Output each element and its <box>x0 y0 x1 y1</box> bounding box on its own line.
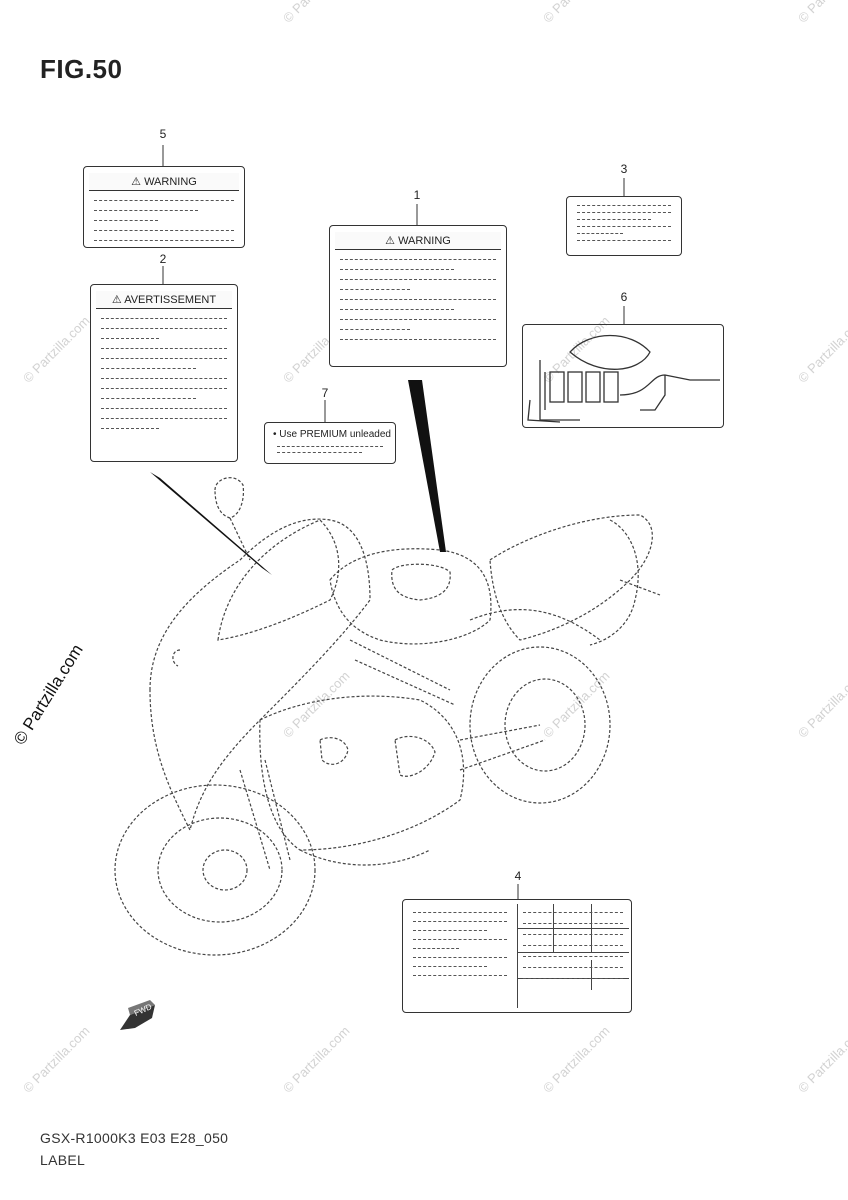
windscreen <box>217 519 340 641</box>
dash-gauge <box>391 563 451 601</box>
callout-6: 6 <box>620 290 628 304</box>
avertissement-heading: ⚠ AVERTISSEMENT <box>96 291 232 309</box>
fuel-tank <box>329 548 492 645</box>
pointer-avertissement <box>150 472 272 575</box>
callout-5: 5 <box>159 127 167 141</box>
headlight-duct <box>319 737 349 765</box>
premium-fuel-text: • Use PREMIUM unleaded <box>273 429 391 440</box>
handlebar <box>349 639 451 691</box>
side-panel <box>259 695 465 851</box>
callout-7: 7 <box>321 386 329 400</box>
exhaust <box>469 609 601 641</box>
label-vacuum-diagram <box>522 324 724 428</box>
label-warning-main: ⚠ WARNING <box>329 225 507 367</box>
figure-title: FIG.50 <box>40 54 123 84</box>
label-info-plate <box>566 196 682 256</box>
label-avertissement: ⚠ AVERTISSEMENT <box>90 284 238 462</box>
swingarm <box>459 724 541 741</box>
callout-3: 3 <box>620 162 628 176</box>
front-fairing <box>149 518 371 832</box>
warning-main-heading: ⚠ WARNING <box>335 232 501 250</box>
seat <box>489 514 653 641</box>
label-spec-table <box>402 899 632 1013</box>
warning-heading: ⚠ WARNING <box>89 173 239 191</box>
front-wheel-rim <box>157 817 283 923</box>
callout-4: 4 <box>514 869 522 883</box>
tail <box>589 519 639 646</box>
pointer-warning-main <box>408 380 446 552</box>
callout-2: 2 <box>159 252 167 266</box>
lower-cowl <box>299 849 431 866</box>
label-warning-small: ⚠ WARNING <box>83 166 245 248</box>
mirror <box>214 477 245 519</box>
section-name: LABEL <box>40 1152 86 1168</box>
rear-wheel <box>469 646 611 804</box>
callout-1: 1 <box>413 188 421 202</box>
fwd-arrow-icon <box>120 1000 155 1030</box>
front-fork <box>239 769 271 871</box>
label-premium-fuel: • Use PREMIUM unleaded <box>264 422 396 464</box>
model-code: GSX-R1000K3 E03 E28_050 <box>40 1130 229 1146</box>
front-wheel <box>114 784 316 956</box>
